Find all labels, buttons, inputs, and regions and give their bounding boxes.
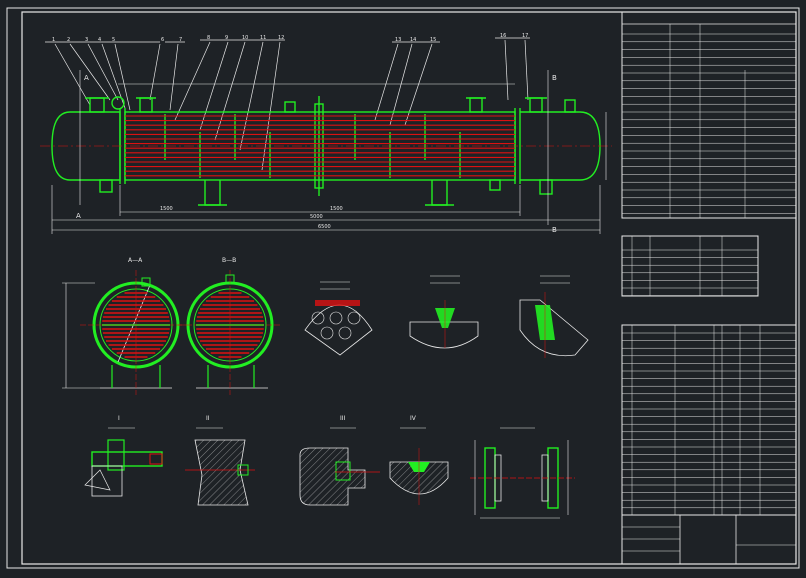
svg-text:4: 4: [98, 37, 101, 43]
tube-hole: [320, 326, 334, 340]
tube-hole: [338, 326, 352, 340]
section-dimensions: [62, 282, 100, 389]
detail-4-view: IV: [389, 415, 449, 505]
svg-text:1500: 1500: [330, 206, 343, 212]
shell-body: [51, 96, 601, 206]
section-bb-view: [178, 270, 282, 395]
tube-layout-detail: [304, 281, 373, 356]
svg-text:12: 12: [278, 35, 284, 41]
svg-text:9: 9: [225, 35, 228, 41]
svg-text:5: 5: [112, 37, 115, 43]
svg-text:2: 2: [67, 37, 70, 43]
title-block: [621, 514, 797, 565]
section-markers: A B A B: [76, 74, 557, 234]
detail-1-view: I: [84, 415, 163, 497]
section-a-bottom-label: A: [76, 212, 81, 220]
svg-text:16: 16: [500, 33, 506, 39]
section-b-top-label: B: [552, 74, 557, 82]
svg-text:6: 6: [161, 37, 164, 43]
svg-text:15: 15: [430, 37, 436, 43]
tube-hole: [329, 311, 343, 325]
detail-a-weld: [409, 275, 479, 349]
svg-text:11: 11: [260, 35, 266, 41]
svg-text:8: 8: [207, 35, 210, 41]
section-b-bottom-label: B: [552, 226, 557, 234]
section-aa-view: [80, 270, 190, 395]
detail-3-view: III: [299, 415, 380, 506]
svg-text:3: 3: [85, 37, 88, 43]
svg-text:17: 17: [522, 33, 528, 39]
sheet-border-outer: [6, 7, 800, 569]
technical-data-table: [621, 11, 797, 219]
tube-hole: [311, 311, 325, 325]
detail-4-label: IV: [410, 415, 417, 422]
tube-bundle: [125, 115, 515, 177]
svg-text:6500: 6500: [318, 224, 331, 230]
sheet-border-inner: [21, 11, 797, 565]
detail-2-label: II: [206, 415, 210, 422]
detail-2-view: II: [185, 415, 255, 506]
section-bb-label: B—B: [222, 257, 236, 264]
section-views: A—A B—B: [62, 257, 282, 395]
section-a-top-label: A: [84, 74, 89, 82]
svg-text:7: 7: [179, 37, 182, 43]
section-aa-label: A—A: [128, 257, 143, 264]
svg-text:14: 14: [410, 37, 416, 43]
detail-1-label: I: [118, 415, 120, 422]
leader-lines: [45, 37, 530, 171]
svg-text:5000: 5000: [310, 214, 323, 220]
detail-3-label: III: [340, 415, 346, 422]
tube-hole: [347, 311, 361, 325]
svg-text:1500: 1500: [160, 206, 173, 212]
svg-text:13: 13: [395, 37, 401, 43]
nozzle-table: [621, 235, 759, 297]
svg-text:10: 10: [242, 35, 248, 41]
dimension-texts: 1500 5000 6500 1500: [160, 206, 343, 230]
parts-list-table: [621, 324, 797, 516]
detail-b-weld: [519, 275, 589, 358]
dimension-lines: [51, 70, 607, 234]
svg-text:1: 1: [52, 37, 55, 43]
flange-detail-view: [470, 427, 575, 519]
